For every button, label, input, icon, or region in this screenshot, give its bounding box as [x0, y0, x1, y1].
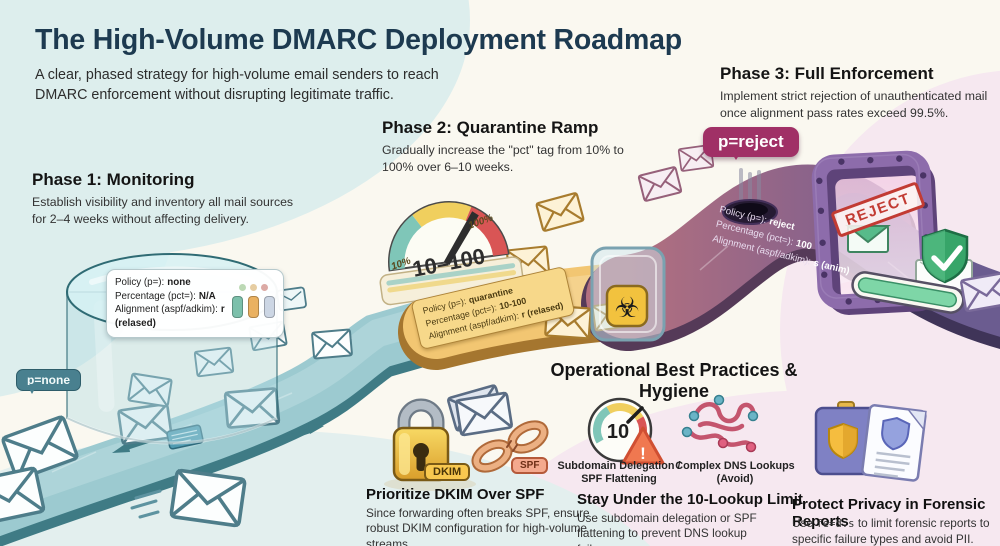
best-practice-1-desc: Since forwarding often breaks SPF, ensur…	[366, 506, 590, 546]
page-title: The High-Volume DMARC Deployment Roadmap	[35, 24, 682, 56]
status-dot-green	[239, 284, 246, 291]
dns-knot-nodes	[681, 394, 759, 453]
phase-3-annotation: Phase 3: Full Enforcement Implement stri…	[720, 64, 1000, 121]
forwarded-mail-icon	[446, 383, 514, 437]
checkmark-icon	[931, 245, 963, 271]
exit-envelope	[959, 271, 1000, 313]
phase-3-title: Phase 3: Full Enforcement	[720, 64, 934, 83]
passed-envelope	[845, 225, 891, 253]
caption-subdomain-delegation: Subdomain Delegation / SPF Flattening	[557, 460, 681, 486]
pct-gauge: 10% 100% 10–100	[379, 201, 524, 306]
phase-2-title: Phase 2: Quarantine Ramp	[382, 118, 599, 137]
status-dot-amber	[250, 284, 257, 291]
best-practice-3-desc: Use fe=d:s to limit forensic reports to …	[792, 516, 1000, 546]
policy-card-monitoring-text: Policy (p=):none Percentage (pct=):N/A A…	[115, 276, 225, 331]
phase-3-desc: Implement strict rejection of unauthenti…	[720, 89, 988, 120]
phase-2-annotation: Phase 2: Quarantine Ramp Gradually incre…	[382, 118, 634, 175]
policy-label: Policy (p=):	[115, 277, 165, 288]
warning-exclamation: !	[640, 444, 646, 463]
lookup-gauge-value: 10	[607, 421, 629, 443]
status-indicators	[232, 276, 275, 331]
desc-suffix: to limit forensic reports to specific fa…	[792, 516, 990, 546]
warning-triangle-icon: !	[621, 426, 665, 465]
best-practices-heading: Operational Best Practices & Hygiene	[550, 360, 798, 401]
align-label: Alignment (aspf/adkim):	[115, 304, 218, 316]
envelopes-enforcement	[637, 143, 715, 203]
delivery-progress-bar	[851, 271, 965, 314]
caption-complex-dns: Complex DNS Lookups (Avoid)	[675, 460, 795, 486]
header: The High-Volume DMARC Deployment Roadmap…	[35, 24, 682, 106]
broken-chain-icon	[471, 420, 549, 473]
phase-1-desc: Establish visibility and inventory all m…	[32, 195, 294, 226]
dkim-tag: DKIM	[424, 463, 471, 481]
quarantine-glass-box: ☣	[590, 246, 666, 342]
biohazard-icon: ☣	[614, 292, 639, 323]
reject-hole	[722, 168, 778, 225]
policy-value: none	[167, 277, 191, 288]
p-none-badge: p=none	[16, 369, 82, 394]
spf-tag: SPF	[511, 457, 549, 474]
pct-label: Percentage (pct=):	[115, 290, 196, 302]
forensic-report-icon	[861, 404, 927, 482]
best-practice-3-title: Protect Privacy in Forensic Reports	[792, 496, 986, 530]
policy-card-monitoring: Policy (p=):none Percentage (pct=):N/A A…	[106, 269, 284, 338]
pct-value: 100	[794, 237, 813, 253]
best-practice-2-desc: Use subdomain delegation or SPF flatteni…	[577, 511, 757, 546]
phase-1-title: Phase 1: Monitoring	[32, 170, 195, 189]
phase-2-desc: Gradually increase the "pct" tag from 10…	[382, 143, 624, 174]
status-pill-teal	[232, 296, 243, 318]
speed-lines	[130, 489, 162, 519]
status-dot-red	[261, 284, 268, 291]
padlock-icon	[384, 398, 476, 491]
best-practice-2-title: Stay Under the 10-Lookup Limit	[577, 491, 803, 508]
status-pill-gray	[264, 296, 275, 318]
privacy-folder-icon	[814, 401, 878, 476]
p-reject-badge: p=reject	[703, 127, 799, 160]
desc-prefix: Use	[792, 516, 817, 530]
fo-tag-code: fe=d:s	[816, 518, 855, 530]
pct-value: N/A	[198, 290, 216, 302]
page-subtitle: A clear, phased strategy for high-volume…	[35, 67, 439, 104]
align-value: r (relased)	[115, 304, 225, 330]
best-practice-1-title: Prioritize DKIM Over SPF	[366, 486, 545, 503]
verified-shield-icon	[921, 228, 969, 284]
phase-1-annotation: Phase 1: Monitoring Establish visibility…	[32, 170, 302, 227]
status-pill-orange	[248, 296, 259, 318]
